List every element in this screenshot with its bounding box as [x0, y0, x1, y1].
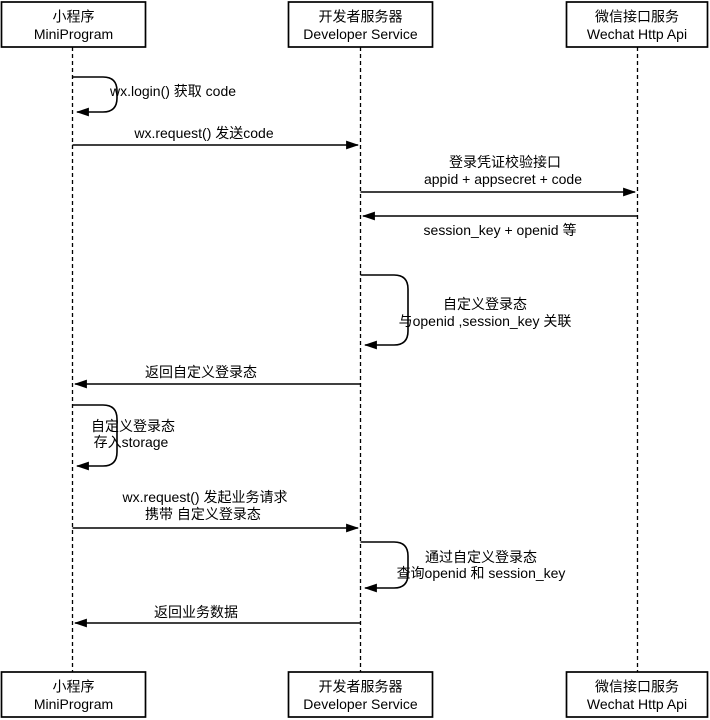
message-label: 返回自定义登录态 — [145, 364, 257, 380]
message-5-self-loop: 自定义登录态 与openid ,session_key 关联 — [360, 274, 572, 350]
actor-bottom-developer-service: 开发者服务器 Developer Service — [287, 671, 434, 718]
message-4-arrow: session_key + openid 等 — [361, 211, 638, 238]
actor-name-zh: 开发者服务器 — [319, 679, 403, 695]
message-3-arrow: 登录凭证校验接口 appid + appsecret + code — [360, 154, 637, 197]
message-7-self-loop: 自定义登录态 存入storage — [72, 404, 175, 471]
message-2-arrow: wx.request() 发送code — [72, 125, 360, 150]
actor-name-en: MiniProgram — [34, 696, 113, 712]
message-label: session_key + openid 等 — [424, 222, 577, 238]
message-label: 自定义登录态 — [443, 296, 527, 312]
message-9-self-loop: 通过自定义登录态 查询openid 和 session_key — [360, 541, 566, 593]
message-label: 携带 自定义登录态 — [145, 506, 261, 522]
message-label: wx.login() 获取 code — [109, 83, 236, 99]
actor-name-en: Wechat Http Api — [587, 26, 687, 42]
actor-box — [0, 671, 147, 718]
actor-name-en: Developer Service — [303, 26, 418, 42]
message-label: 通过自定义登录态 — [425, 549, 537, 565]
message-1-self-loop: wx.login() 获取 code — [72, 76, 236, 117]
message-6-arrow: 返回自定义登录态 — [73, 364, 361, 389]
self-loop-arrow — [72, 404, 118, 471]
actor-box — [287, 1, 434, 48]
actor-bottom-miniprogram: 小程序 MiniProgram — [0, 671, 147, 718]
actor-box — [565, 671, 709, 718]
actor-top-miniprogram: 小程序 MiniProgram — [0, 1, 147, 48]
actor-box — [565, 1, 709, 48]
actor-box — [0, 1, 147, 48]
message-10-arrow: 返回业务数据 — [73, 604, 361, 628]
actor-top-developer-service: 开发者服务器 Developer Service — [287, 1, 434, 48]
actor-name-en: Developer Service — [303, 696, 418, 712]
actor-name-zh: 微信接口服务 — [595, 679, 679, 695]
actor-name-en: MiniProgram — [34, 26, 113, 42]
actor-name-zh: 小程序 — [53, 679, 95, 695]
actor-name-zh: 微信接口服务 — [595, 9, 679, 25]
actor-box — [287, 671, 434, 718]
message-label: 登录凭证校验接口 — [449, 154, 561, 170]
message-8-arrow: wx.request() 发起业务请求 携带 自定义登录态 — [72, 489, 360, 533]
message-label: wx.request() 发起业务请求 — [122, 489, 288, 505]
message-label: appid + appsecret + code — [424, 171, 582, 187]
self-loop-arrow — [360, 274, 409, 350]
actor-top-wechat-api: 微信接口服务 Wechat Http Api — [565, 1, 709, 48]
message-label: wx.request() 发送code — [133, 125, 273, 141]
actor-name-en: Wechat Http Api — [587, 696, 687, 712]
self-loop-arrow — [360, 541, 409, 593]
actor-name-zh: 小程序 — [53, 9, 95, 25]
actor-name-zh: 开发者服务器 — [319, 9, 403, 25]
self-loop-arrow — [72, 76, 118, 117]
message-label: 存入storage — [94, 434, 169, 450]
message-label: 与openid ,session_key 关联 — [399, 313, 572, 329]
message-label: 返回业务数据 — [154, 604, 238, 620]
actor-bottom-wechat-api: 微信接口服务 Wechat Http Api — [565, 671, 709, 718]
message-label: 自定义登录态 — [91, 418, 175, 434]
message-label: 查询openid 和 session_key — [397, 565, 566, 581]
